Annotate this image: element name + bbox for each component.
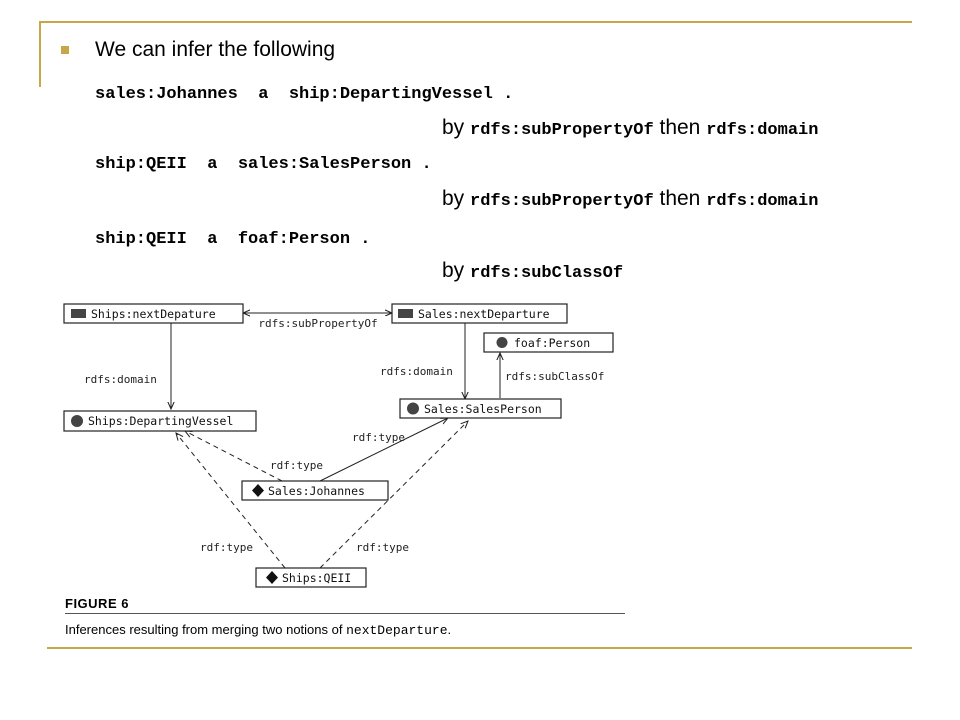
- inference-triple-2: ship:QEII a sales:SalesPerson .: [95, 155, 432, 174]
- instance-diamond-icon: [266, 571, 278, 584]
- node-sales-johannes: Sales:Johannes: [241, 480, 389, 501]
- frame-bottom-rule: [47, 647, 912, 649]
- figure-title: FIGURE 6: [65, 596, 129, 611]
- node-sales-nextdeparture: Sales:nextDeparture: [391, 303, 568, 324]
- label-type-johannes-sp: rdf:type: [352, 431, 405, 444]
- svg-text:Ships:QEII: Ships:QEII: [282, 571, 351, 585]
- instance-diamond-icon: [252, 484, 264, 497]
- bullet-square-icon: [61, 46, 69, 54]
- label-domain-left: rdfs:domain: [84, 373, 157, 386]
- label-type-johannes-dv: rdf:type: [270, 459, 323, 472]
- svg-text:Sales:SalesPerson: Sales:SalesPerson: [424, 402, 542, 416]
- node-ships-nextdeparture: Ships:nextDepature: [63, 303, 244, 324]
- rule-name: rdfs:subPropertyOf: [470, 192, 654, 211]
- node-ships-departingvessel: Ships:DepartingVessel: [63, 410, 257, 432]
- edge-qeii-to-departingvessel: [176, 433, 286, 569]
- property-icon: [71, 309, 86, 318]
- edge-johannes-to-salesperson: [319, 418, 448, 482]
- then-word: then: [653, 116, 707, 139]
- edge-qeii-to-salesperson: [319, 421, 468, 569]
- frame-left-rule: [39, 21, 41, 87]
- rule-name: rdfs:domain: [706, 121, 819, 140]
- label-domain-right: rdfs:domain: [380, 365, 453, 378]
- caption-end: .: [447, 622, 452, 637]
- figure-caption: Inferences resulting from merging two no…: [65, 622, 451, 638]
- figure-rule: [65, 613, 625, 614]
- class-icon: [496, 337, 508, 348]
- svg-text:foaf:Person: foaf:Person: [514, 336, 590, 350]
- svg-text:Sales:Johannes: Sales:Johannes: [268, 484, 365, 498]
- edge-johannes-to-departingvessel: [185, 431, 283, 482]
- inference-triple-1: sales:Johannes a ship:DepartingVessel .: [95, 85, 514, 104]
- node-foaf-person: foaf:Person: [483, 332, 614, 353]
- then-word: then: [653, 187, 707, 210]
- class-icon: [407, 402, 419, 415]
- node-ships-qeii: Ships:QEII: [255, 567, 367, 588]
- rule-name: rdfs:domain: [706, 192, 819, 211]
- inference-triple-3: ship:QEII a foaf:Person .: [95, 230, 371, 249]
- inference-reason-1: by rdfs:subPropertyOf then rdfs:domain: [442, 116, 818, 140]
- svg-text:Sales:nextDeparture: Sales:nextDeparture: [418, 307, 550, 321]
- node-sales-salesperson: Sales:SalesPerson: [399, 398, 562, 419]
- class-icon: [71, 415, 83, 427]
- by-word: by: [442, 259, 471, 282]
- inference-reason-3: by rdfs:subClassOf: [442, 259, 623, 283]
- caption-code: nextDeparture: [346, 623, 448, 638]
- rule-name: rdfs:subPropertyOf: [470, 121, 654, 140]
- slide-heading: We can infer the following: [95, 38, 336, 61]
- caption-text: Inferences resulting from merging two no…: [65, 622, 347, 637]
- rule-name: rdfs:subClassOf: [470, 264, 624, 283]
- label-type-qeii-sp: rdf:type: [356, 541, 409, 554]
- property-icon: [398, 309, 413, 318]
- svg-text:Ships:nextDepature: Ships:nextDepature: [91, 307, 216, 321]
- label-subclass: rdfs:subClassOf: [505, 370, 604, 383]
- inference-reason-2: by rdfs:subPropertyOf then rdfs:domain: [442, 187, 818, 211]
- by-word: by: [442, 116, 471, 139]
- label-subproperty: rdfs:subPropertyOf: [258, 317, 377, 330]
- svg-text:Ships:DepartingVessel: Ships:DepartingVessel: [88, 414, 233, 428]
- by-word: by: [442, 187, 471, 210]
- frame-top-rule: [40, 21, 912, 23]
- label-type-qeii-dv: rdf:type: [200, 541, 253, 554]
